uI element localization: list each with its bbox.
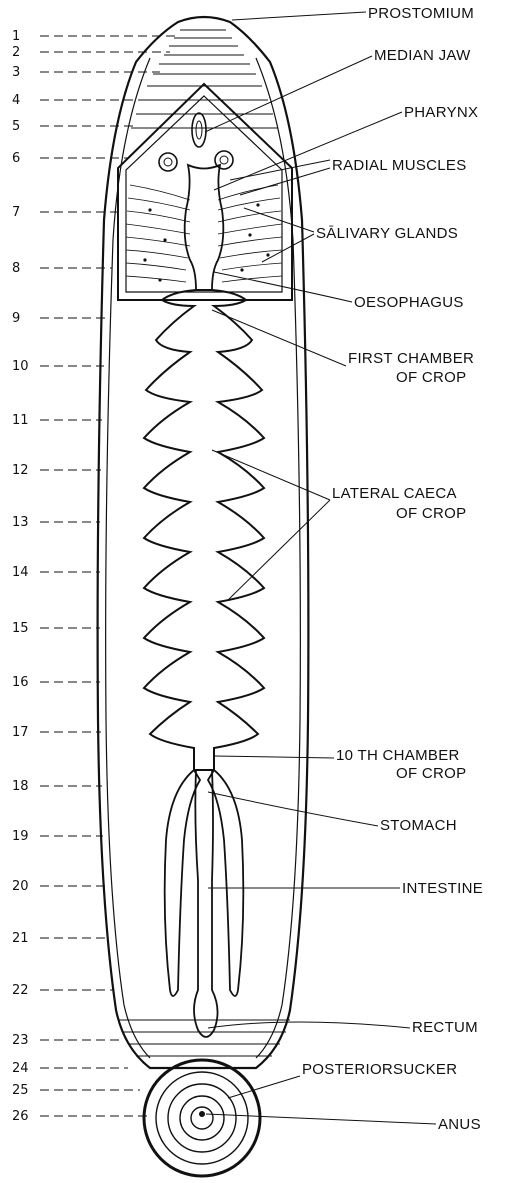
anus-dot — [199, 1111, 205, 1117]
pharynx-tube — [185, 165, 224, 290]
segment-label: 7 — [12, 205, 20, 220]
label-oesophagus: OESOPHAGUS — [354, 294, 464, 311]
label-first-chamber-line1: FIRST CHAMBER — [348, 350, 474, 367]
segment-label: 16 — [12, 675, 29, 690]
segment-label: 23 — [12, 1033, 29, 1048]
label-median-jaw: MEDIAN JAW — [374, 47, 471, 64]
label-prostomium: PROSTOMIUM — [368, 5, 474, 22]
segment-label: 17 — [12, 725, 29, 740]
label-stomach: STOMACH — [380, 817, 457, 834]
label-first-chamber-line2: OF CROP — [396, 369, 466, 386]
segment-label: 12 — [12, 463, 29, 478]
segment-label: 4 — [12, 93, 20, 108]
label-anus: ANUS — [438, 1116, 481, 1133]
label-pharynx: PHARYNX — [404, 104, 478, 121]
label-tenth-chamber-line2: OF CROP — [396, 765, 466, 782]
label-lateral-caeca-line2: OF CROP — [396, 505, 466, 522]
label-tenth-chamber-line1: 10 TH CHAMBER — [336, 747, 460, 764]
segment-label: 22 — [12, 983, 29, 998]
segment-label: 14 — [12, 565, 29, 580]
segment-label: 5 — [12, 119, 20, 134]
label-radial-muscles: RADIAL MUSCLES — [332, 157, 467, 174]
radial-muscles — [126, 185, 282, 282]
segment-label: 26 — [12, 1109, 29, 1124]
segment-label: 20 — [12, 879, 29, 894]
segment-label: 10 — [12, 359, 29, 374]
segment-label: 13 — [12, 515, 29, 530]
label-posterior-sucker: POSTERIORSUCKER — [302, 1061, 457, 1078]
segment-label: 8 — [12, 261, 20, 276]
label-intestine: INTESTINE — [402, 880, 483, 897]
segment-label: 11 — [12, 413, 29, 428]
segment-label: 2 — [12, 45, 20, 60]
segment-label: 21 — [12, 931, 29, 946]
segment-label: 19 — [12, 829, 29, 844]
segment-label: 9 — [12, 311, 20, 326]
part-labels: PROSTOMIUM MEDIAN JAW PHARYNX RADIAL MUS… — [205, 5, 483, 1133]
label-salivary-glands: SĀLIVARY GLANDS — [316, 225, 458, 242]
segment-label: 15 — [12, 621, 29, 636]
label-lateral-caeca-line1: LATERAL CAECA — [332, 485, 457, 502]
pharynx-region — [118, 84, 292, 300]
intestine-tube — [194, 770, 218, 1037]
body-outline — [98, 17, 309, 1068]
segment-label: 3 — [12, 65, 20, 80]
segment-label: 18 — [12, 779, 29, 794]
segment-label: 1 — [12, 29, 20, 44]
crop-chambers — [144, 290, 264, 770]
jaws — [159, 113, 233, 171]
segment-label: 25 — [12, 1083, 29, 1098]
posterior-sucker — [144, 1060, 260, 1176]
posterior-caeca — [165, 770, 244, 996]
label-rectum: RECTUM — [412, 1019, 478, 1036]
segment-number-labels: 1234567891011121314151617181920212223242… — [12, 29, 176, 1124]
segment-label: 6 — [12, 151, 20, 166]
segment-label: 24 — [12, 1061, 29, 1076]
